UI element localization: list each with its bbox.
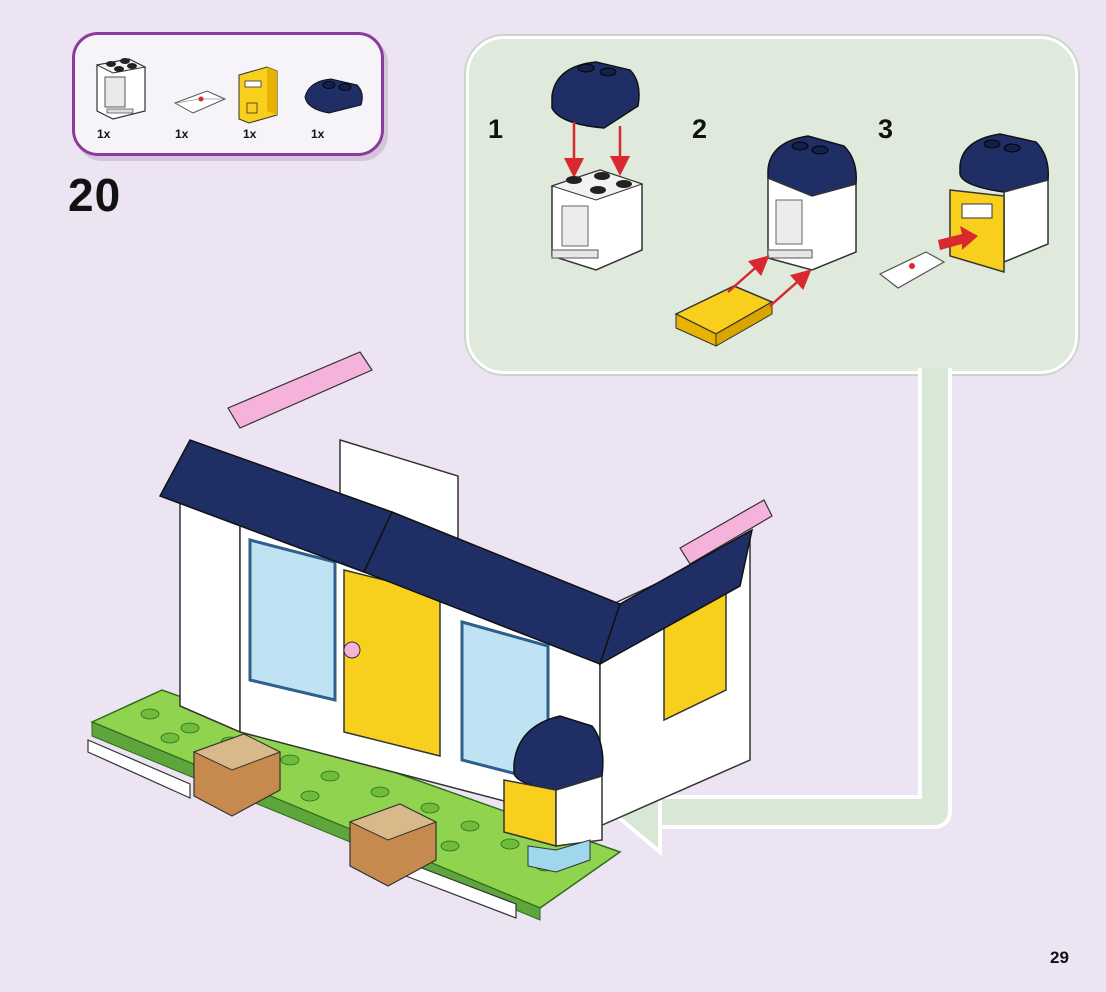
substep-1-label: 1 bbox=[488, 114, 504, 144]
part-qty: 1x bbox=[243, 127, 257, 141]
parts-list: 1x 1x 1x 1x bbox=[72, 32, 384, 156]
part-envelope: 1x bbox=[163, 35, 233, 153]
part-qty: 1x bbox=[97, 127, 111, 141]
substep-3-label: 3 bbox=[878, 114, 894, 144]
envelope-tile-icon bbox=[173, 90, 227, 114]
step-number: 20 bbox=[68, 169, 122, 221]
part-mailbox-door: 1x bbox=[231, 35, 301, 153]
dark-blue-curved-slope-icon bbox=[304, 78, 363, 114]
house-model bbox=[87, 351, 773, 921]
substep-3-illustration bbox=[878, 133, 1049, 289]
page-number: 29 bbox=[1050, 948, 1069, 967]
substep-2-illustration bbox=[674, 135, 857, 347]
substep-1-illustration bbox=[550, 61, 644, 271]
part-curved-slope: 1x bbox=[299, 35, 369, 153]
white-frame-brick-icon bbox=[95, 58, 147, 120]
part-qty: 1x bbox=[311, 127, 325, 141]
substep-2-label: 2 bbox=[692, 114, 708, 144]
part-qty: 1x bbox=[175, 127, 189, 141]
part-white-frame: 1x bbox=[85, 35, 155, 153]
yellow-mailbox-door-icon bbox=[238, 66, 278, 124]
